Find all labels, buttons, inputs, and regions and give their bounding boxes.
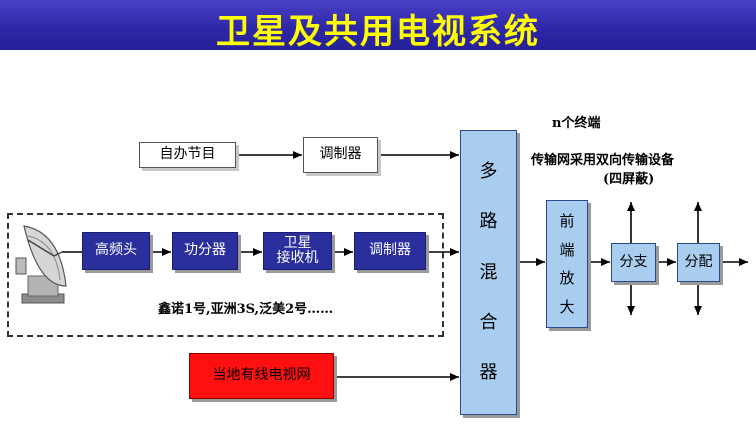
mixer-char: 混 <box>479 261 498 283</box>
sat-receiver-line1: 卫星 <box>283 234 312 251</box>
terminals-note: n个终端 <box>552 116 601 131</box>
sat-receiver-line2: 接收机 <box>276 250 319 266</box>
local-cable-box: 当地有线电视网 <box>189 353 334 399</box>
page-title: 卫星及共用电视系统 <box>216 12 540 52</box>
title-bar: 卫星及共用电视系统 <box>0 0 756 52</box>
mixer-box: 多 路 混 合 器 <box>460 130 517 415</box>
self-program-box: 自办节目 <box>139 142 236 168</box>
mixer-char: 路 <box>479 211 498 233</box>
preamp-char: 端 <box>559 240 575 259</box>
preamp-char: 前 <box>559 212 575 230</box>
mixer-char: 合 <box>479 312 498 334</box>
satellites-note: 鑫诺1号,亚洲3S,泛美2号…… <box>158 302 334 317</box>
modulator-mid-box: 调制器 <box>354 232 426 270</box>
branch-box: 分支 <box>611 243 656 282</box>
preamp-box: 前 端 放 大 <box>546 200 588 328</box>
modulator-top-box: 调制器 <box>303 137 378 173</box>
network-note-line2: (四屏蔽) <box>603 172 655 187</box>
mixer-char: 器 <box>479 362 498 384</box>
satellite-receive-group <box>7 213 444 337</box>
preamp-char: 大 <box>559 297 575 316</box>
network-note-line1: 传输网采用双向传输设备 <box>531 153 675 168</box>
preamp-char: 放 <box>559 269 575 287</box>
lnb-box: 高频头 <box>82 232 150 270</box>
splitter-box: 功分器 <box>172 232 238 270</box>
distribute-box: 分配 <box>677 243 720 282</box>
sat-receiver-box: 卫星 接收机 <box>263 232 332 270</box>
mixer-char: 多 <box>479 160 498 182</box>
satellite-dish-icon <box>15 225 67 304</box>
